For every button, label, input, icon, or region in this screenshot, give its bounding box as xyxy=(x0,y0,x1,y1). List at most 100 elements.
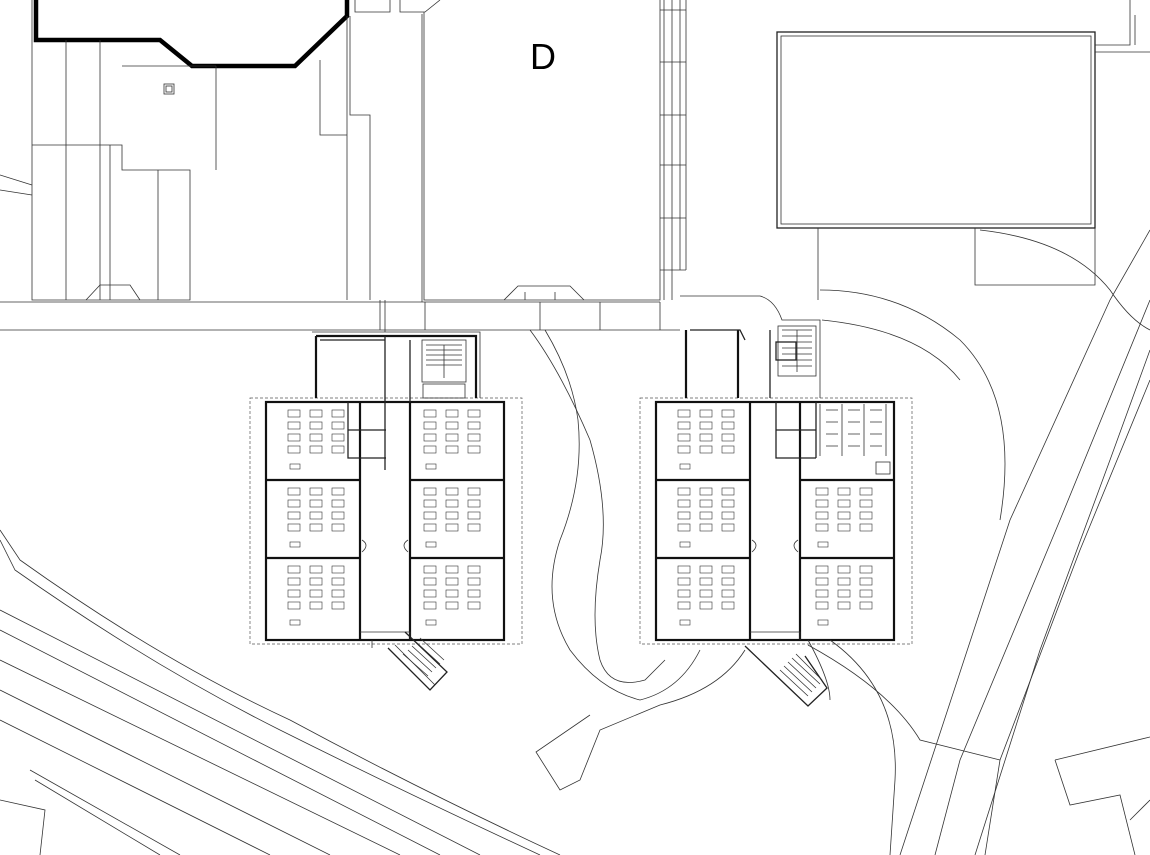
teacher-desk xyxy=(817,541,829,548)
desk xyxy=(721,499,735,508)
desk xyxy=(331,589,345,598)
desk xyxy=(423,487,437,496)
teacher-desk xyxy=(679,463,691,470)
desk xyxy=(467,589,481,598)
classroom-block-east xyxy=(639,295,913,645)
desk xyxy=(331,499,345,508)
teacher-desk xyxy=(425,619,437,626)
desk xyxy=(467,601,481,610)
seating-west xyxy=(287,409,481,626)
desk xyxy=(287,445,301,454)
desk xyxy=(445,589,459,598)
building-d: D xyxy=(421,0,687,302)
desk xyxy=(837,601,851,610)
desk xyxy=(423,499,437,508)
desk xyxy=(309,499,323,508)
desk xyxy=(331,577,345,586)
desk xyxy=(287,523,301,532)
desk xyxy=(699,589,713,598)
desk xyxy=(331,601,345,610)
desk xyxy=(445,523,459,532)
desk xyxy=(445,601,459,610)
desk xyxy=(445,511,459,520)
building-d-label: D xyxy=(530,36,556,77)
desk xyxy=(467,445,481,454)
desk xyxy=(699,523,713,532)
desk xyxy=(699,421,713,430)
desk xyxy=(331,421,345,430)
desk xyxy=(837,577,851,586)
desk xyxy=(287,601,301,610)
classroom-block-west xyxy=(249,331,523,648)
desk xyxy=(309,589,323,598)
desk xyxy=(309,601,323,610)
desk xyxy=(287,433,301,442)
desk xyxy=(721,433,735,442)
desk xyxy=(309,487,323,496)
desk xyxy=(721,445,735,454)
desk xyxy=(331,523,345,532)
desk xyxy=(445,445,459,454)
desk xyxy=(859,577,873,586)
desk xyxy=(859,511,873,520)
desk xyxy=(815,487,829,496)
desk xyxy=(423,601,437,610)
teacher-desk xyxy=(425,541,437,548)
desk xyxy=(467,433,481,442)
desk xyxy=(423,433,437,442)
desk xyxy=(331,511,345,520)
desk xyxy=(467,499,481,508)
desk xyxy=(837,523,851,532)
desk xyxy=(815,565,829,574)
teacher-desk xyxy=(817,619,829,626)
desk xyxy=(837,487,851,496)
desk xyxy=(467,523,481,532)
desk xyxy=(309,577,323,586)
desk xyxy=(815,523,829,532)
desk xyxy=(815,511,829,520)
desk xyxy=(467,511,481,520)
desk xyxy=(699,499,713,508)
desk xyxy=(837,511,851,520)
desk xyxy=(859,565,873,574)
desk xyxy=(445,487,459,496)
teacher-desk xyxy=(679,541,691,548)
desk xyxy=(677,523,691,532)
desk xyxy=(309,433,323,442)
desk xyxy=(721,601,735,610)
desk xyxy=(423,523,437,532)
teacher-desk xyxy=(425,463,437,470)
desk xyxy=(677,421,691,430)
lab-rows-east xyxy=(819,404,891,475)
desk xyxy=(815,589,829,598)
desk xyxy=(423,511,437,520)
desk xyxy=(467,577,481,586)
desk xyxy=(677,565,691,574)
desk xyxy=(721,523,735,532)
desk xyxy=(445,421,459,430)
connector-walls xyxy=(319,0,441,332)
existing-building-outline-bold xyxy=(33,0,350,69)
desk xyxy=(677,511,691,520)
desk xyxy=(423,445,437,454)
desk xyxy=(677,577,691,586)
desk xyxy=(699,409,713,418)
desk xyxy=(721,577,735,586)
desk xyxy=(699,511,713,520)
external-stair-east xyxy=(744,639,831,707)
desk xyxy=(815,577,829,586)
desk xyxy=(815,601,829,610)
desk xyxy=(859,601,873,610)
desk xyxy=(859,499,873,508)
desk xyxy=(423,577,437,586)
west-wing-structure xyxy=(0,0,217,301)
desk xyxy=(287,511,301,520)
desk xyxy=(699,565,713,574)
desk xyxy=(331,487,345,496)
desk xyxy=(699,433,713,442)
covered-walkway xyxy=(0,301,680,331)
desk xyxy=(445,565,459,574)
desk xyxy=(445,433,459,442)
desk xyxy=(331,445,345,454)
desk xyxy=(331,565,345,574)
